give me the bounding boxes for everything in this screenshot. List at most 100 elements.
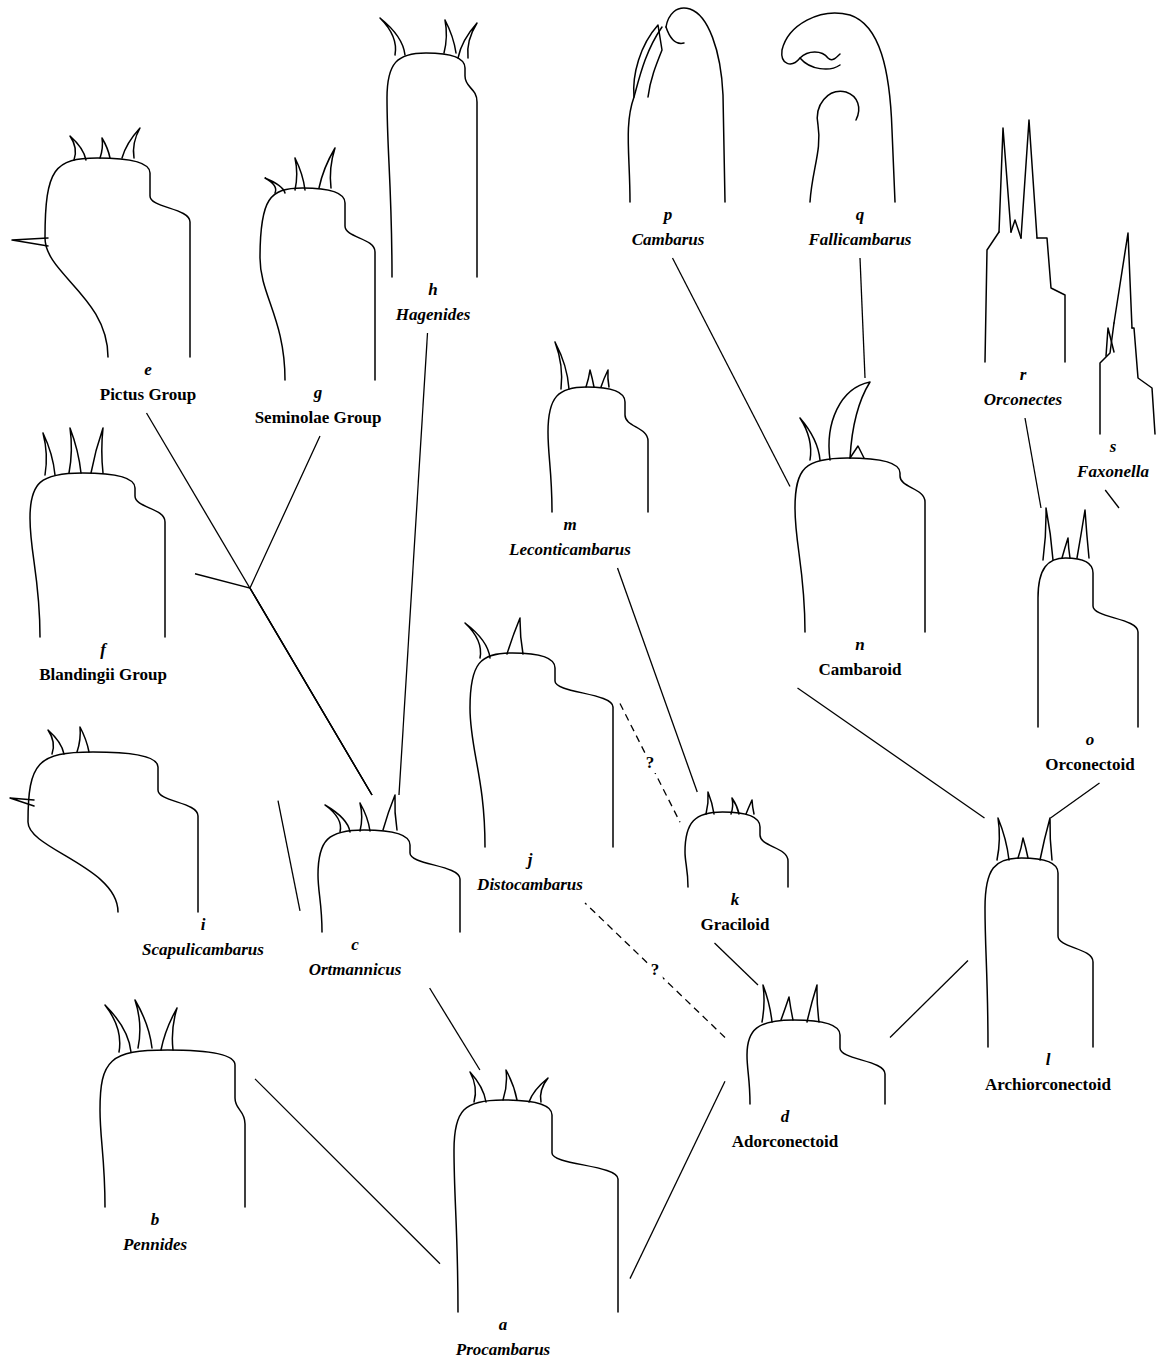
gonopod-outline: [795, 458, 925, 632]
figure-caption: qFallicambarus: [809, 202, 912, 252]
gonopod-outline: [503, 1070, 517, 1100]
figure-letter: b: [123, 1207, 187, 1232]
gonopod-drawing: [790, 378, 940, 632]
gonopod-drawing: [10, 128, 205, 357]
gonopod-outline: [12, 238, 48, 246]
gonopod-outline: [985, 232, 999, 362]
figure-caption: mLeconticambarus: [509, 512, 631, 562]
gonopod-drawing: [300, 795, 480, 932]
gonopod-outline: [69, 428, 81, 473]
gonopod-outline: [30, 473, 165, 637]
figure-caption: fBlandingii Group: [39, 637, 167, 687]
figure-caption: rOrconectes: [984, 362, 1062, 412]
gonopod-outline: [48, 730, 64, 754]
gonopod-outline: [762, 985, 772, 1022]
gonopod-drawing: [1070, 228, 1158, 434]
lineage-line: [255, 1079, 440, 1264]
taxon-name: Cambaroid: [819, 657, 902, 682]
gonopod-outline: [161, 1008, 177, 1050]
gonopod-figure: aProcambarus: [440, 1070, 630, 1368]
lineage-line: [620, 704, 680, 823]
gonopod-outline: [529, 1078, 548, 1102]
gonopod-outline: [465, 623, 490, 658]
figure-letter: h: [396, 277, 471, 302]
gonopod-outline: [555, 342, 569, 389]
gonopod-figure: pCambarus: [610, 5, 735, 258]
figure-caption: lArchiorconectoid: [985, 1047, 1111, 1097]
lineage-line: [798, 688, 985, 818]
lineage-line: [147, 413, 373, 795]
gonopod-outline: [685, 812, 788, 887]
lineage-line: [673, 258, 791, 487]
taxon-name: Ortmannicus: [309, 957, 402, 982]
figure-caption: aProcambarus: [456, 1312, 550, 1362]
figure-letter: k: [701, 887, 770, 912]
gonopod-figure: hHagenides: [365, 8, 490, 333]
uncertainty-mark: ?: [643, 753, 658, 773]
gonopod-outline: [1100, 323, 1114, 434]
lineage-line: [195, 574, 372, 795]
gonopod-drawing: [725, 985, 890, 1104]
gonopod-outline: [628, 27, 662, 202]
figure-caption: sFaxonella: [1077, 434, 1149, 484]
gonopod-outline: [105, 1005, 131, 1052]
gonopod-outline: [458, 23, 477, 58]
gonopod-outline: [601, 370, 609, 387]
gonopod-figure: cOrtmannicus: [300, 795, 480, 988]
gonopod-outline: [135, 1000, 152, 1048]
figure-letter: r: [984, 362, 1062, 387]
gonopod-outline: [295, 158, 305, 190]
taxon-name: Archiorconectoid: [985, 1072, 1111, 1097]
gonopod-drawing: [445, 618, 620, 847]
figure-letter: l: [985, 1047, 1111, 1072]
gonopod-figure: rOrconectes: [965, 120, 1085, 418]
gonopod-outline: [1018, 838, 1028, 858]
taxon-name: Graciloid: [701, 912, 770, 937]
taxon-name: Pennides: [123, 1232, 187, 1257]
figure-letter: j: [477, 847, 583, 872]
gonopod-outline: [470, 1072, 486, 1102]
lineage-line: [1051, 783, 1100, 818]
figure-caption: pCambarus: [632, 202, 705, 252]
taxon-name: Procambarus: [456, 1337, 550, 1362]
gonopod-outline: [91, 428, 103, 473]
gonopod-outline: [800, 58, 840, 69]
gonopod-outline: [746, 800, 754, 814]
gonopod-outline: [1132, 328, 1155, 434]
figure-caption: bPennides: [123, 1207, 187, 1257]
lineage-line: [399, 333, 428, 795]
gonopod-drawing: [610, 5, 735, 202]
figure-caption: dAdorconectoid: [732, 1104, 838, 1154]
gonopod-outline: [1011, 220, 1021, 238]
gonopod-outline: [360, 803, 370, 831]
gonopod-outline: [470, 653, 613, 847]
lineage-line: [250, 436, 372, 795]
gonopod-outline: [122, 128, 140, 158]
figure-caption: jDistocambarus: [477, 847, 583, 897]
taxon-name: Fallicambarus: [809, 227, 912, 252]
gonopod-outline: [997, 818, 1009, 860]
figure-letter: i: [142, 912, 264, 937]
gonopod-drawing: [965, 120, 1085, 362]
gonopod-drawing: [968, 818, 1133, 1047]
gonopod-figure: nCambaroid: [790, 378, 940, 688]
gonopod-figure: bPennides: [95, 1000, 255, 1263]
gonopod-outline: [325, 805, 350, 832]
gonopod-outline: [829, 382, 870, 460]
figure-letter: g: [255, 380, 382, 405]
gonopod-drawing: [95, 1000, 255, 1207]
gonopod-drawing: [1028, 508, 1158, 727]
gonopod-outline: [586, 370, 594, 387]
figure-letter: o: [1045, 727, 1134, 752]
gonopod-figure: fBlandingii Group: [15, 428, 195, 693]
lineage-line: [1105, 490, 1119, 508]
gonopod-outline: [985, 858, 1093, 1047]
taxon-name: Cambarus: [632, 227, 705, 252]
gonopod-outline: [70, 136, 86, 160]
gonopod-outline: [507, 618, 523, 654]
gonopod-outline: [383, 795, 397, 830]
taxon-name: Adorconectoid: [732, 1129, 838, 1154]
